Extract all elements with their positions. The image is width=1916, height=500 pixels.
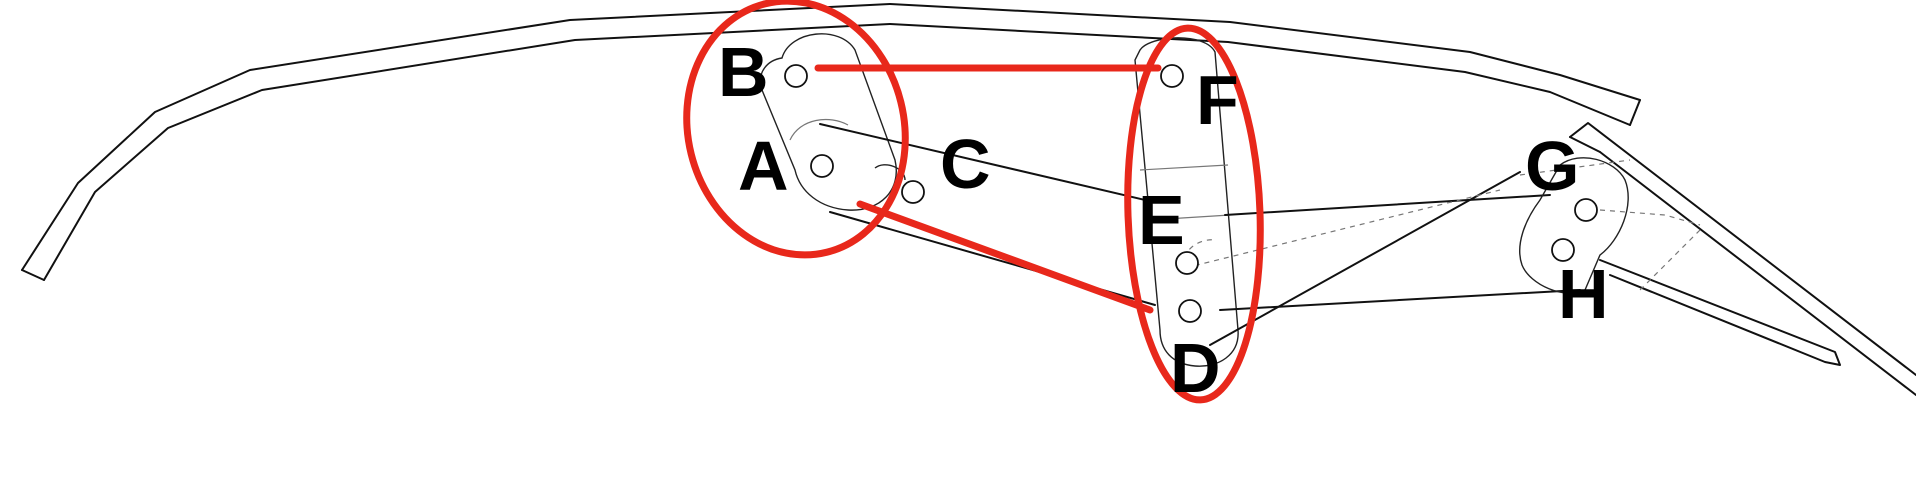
right-rocker bbox=[1519, 157, 1841, 366]
highlight-ellipse-left bbox=[683, 0, 909, 259]
label-b: B bbox=[718, 33, 769, 111]
pivots bbox=[784, 64, 1598, 323]
label-g: G bbox=[1525, 127, 1579, 205]
pivot-d bbox=[1178, 299, 1202, 323]
label-a: A bbox=[738, 127, 789, 205]
pivot-g bbox=[1574, 198, 1598, 222]
roof-profile bbox=[21, 3, 1641, 281]
pivot-c bbox=[901, 180, 925, 204]
point-labels: B A C F E D G H bbox=[718, 33, 1609, 407]
label-h: H bbox=[1558, 255, 1609, 333]
pivot-b bbox=[784, 64, 808, 88]
rear-panel bbox=[1569, 122, 1916, 396]
pivot-a bbox=[810, 154, 834, 178]
label-d: D bbox=[1170, 329, 1221, 407]
highlight-ellipse-middle bbox=[1124, 24, 1264, 404]
left-bracket bbox=[759, 33, 897, 211]
highlight-line-a-d bbox=[856, 200, 1154, 314]
links bbox=[819, 123, 1581, 346]
middle-link bbox=[1134, 37, 1239, 367]
label-f: F bbox=[1196, 61, 1239, 139]
label-c: C bbox=[940, 125, 991, 203]
pivot-f bbox=[1160, 64, 1184, 88]
red-annotations bbox=[683, 0, 1264, 404]
pivot-e bbox=[1175, 251, 1199, 275]
label-e: E bbox=[1138, 181, 1185, 259]
pivot-h bbox=[1551, 238, 1575, 262]
